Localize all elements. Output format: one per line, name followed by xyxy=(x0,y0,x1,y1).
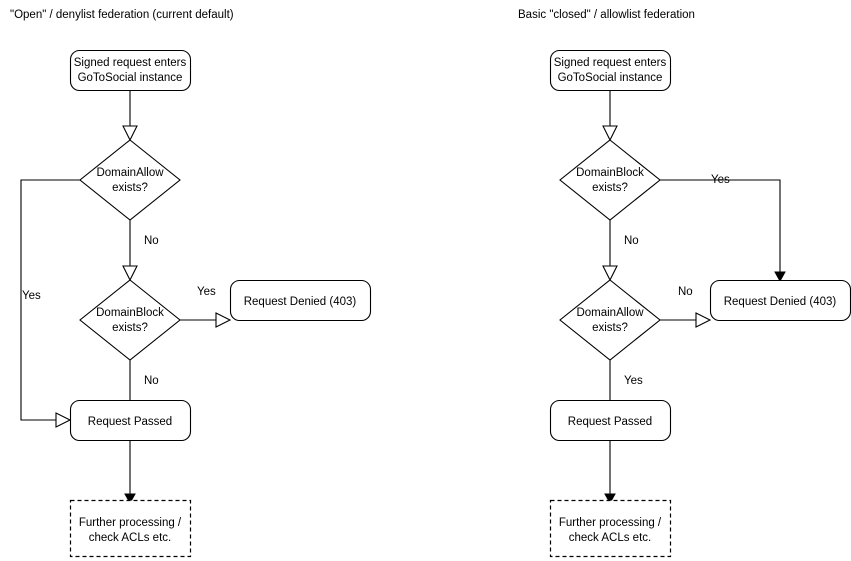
right-decision-domainallow-line2: exists? xyxy=(592,322,628,334)
left-edge-label-allow-no: No xyxy=(144,235,159,247)
right-panel-title: Basic "closed" / allowlist federation xyxy=(518,9,695,21)
right-edge-label-allow-no: No xyxy=(678,286,693,298)
right-further-processing-line2: check ACLs etc. xyxy=(569,532,651,544)
right-arrowhead-allow-no xyxy=(695,312,712,328)
right-edge-label-allow-yes: Yes xyxy=(624,375,643,387)
right-decision-domainblock-line2: exists? xyxy=(592,182,628,194)
left-panel-title: "Open" / denylist federation (current de… xyxy=(10,9,234,21)
right-request-denied-label: Request Denied (403) xyxy=(724,296,837,308)
left-request-passed-node xyxy=(69,399,192,442)
right-arrowhead-entry-to-block xyxy=(602,125,618,142)
left-decision-domainallow xyxy=(79,139,181,221)
left-edge-label-block-yes: Yes xyxy=(197,286,216,298)
right-decision-domainblock-line1: DomainBlock xyxy=(576,167,644,179)
left-edge-allow-yes xyxy=(20,179,80,421)
right-further-processing-line1: Further processing / xyxy=(559,517,662,529)
right-arrowhead-block-yes xyxy=(774,271,786,283)
left-arrowhead-allow-yes xyxy=(55,412,72,428)
left-arrowhead-entry-to-allow xyxy=(122,125,138,142)
left-edge-label-block-no: No xyxy=(144,375,159,387)
left-request-passed-label: Request Passed xyxy=(88,416,172,428)
left-decision-domainblock-line2: exists? xyxy=(112,322,148,334)
right-edge-label-block-no: No xyxy=(624,235,639,247)
left-entry-label-line2: GoToSocial instance xyxy=(78,72,183,84)
left-further-processing-node xyxy=(69,499,192,558)
left-decision-domainblock-line1: DomainBlock xyxy=(96,307,164,319)
left-entry-label-line1: Signed request enters xyxy=(74,57,187,69)
right-decision-domainblock xyxy=(559,139,661,221)
right-arrowhead-passed-to-further xyxy=(604,493,616,505)
left-arrowhead-passed-to-further xyxy=(124,493,136,505)
left-decision-domainallow-line2: exists? xyxy=(112,182,148,194)
left-decision-domainallow-line1: DomainAllow xyxy=(96,167,164,179)
left-request-denied-node xyxy=(229,279,372,322)
right-edge-label-block-yes: Yes xyxy=(711,174,730,186)
left-request-denied-label: Request Denied (403) xyxy=(244,296,357,308)
right-entry-label-line1: Signed request enters xyxy=(554,57,667,69)
left-edge-label-allow-yes: Yes xyxy=(22,290,41,302)
right-request-passed-label: Request Passed xyxy=(568,416,652,428)
right-decision-domainallow-line1: DomainAllow xyxy=(576,307,644,319)
left-further-processing-line1: Further processing / xyxy=(79,517,182,529)
right-request-passed-node xyxy=(549,399,672,442)
left-arrowhead-allow-no xyxy=(122,265,138,282)
left-further-processing-line2: check ACLs etc. xyxy=(89,532,171,544)
right-arrowhead-block-no xyxy=(602,265,618,282)
right-further-processing-node xyxy=(549,499,672,558)
left-decision-domainblock xyxy=(79,279,181,361)
right-edge-block-yes xyxy=(660,179,781,272)
right-entry-label-line2: GoToSocial instance xyxy=(558,72,663,84)
right-decision-domainallow xyxy=(559,279,661,361)
left-arrowhead-block-yes xyxy=(215,312,232,328)
